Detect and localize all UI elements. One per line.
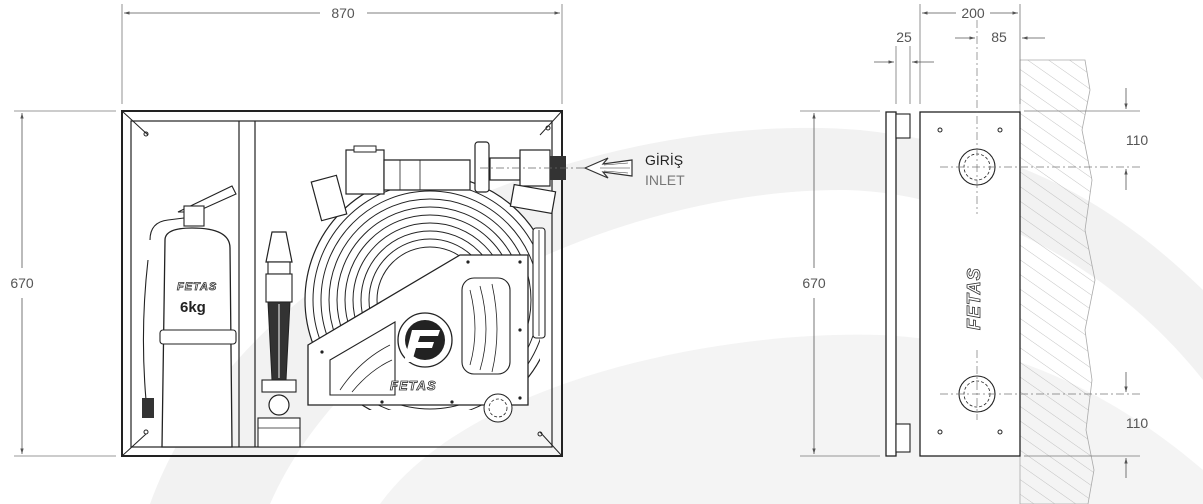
inlet-label-tr: GİRİŞ [645,151,683,168]
side-view: FETAS 200 25 85 670 110 110 [800,4,1148,504]
side-logo: FETAS [964,267,984,330]
dim-inlet-offset: 85 [991,29,1007,45]
inlet-label-en: INLET [645,172,685,188]
dim-depth-side: 200 [961,5,985,21]
dim-width-front: 870 [331,5,355,21]
dim-top-inlet: 110 [1126,132,1149,148]
dim-door-thickness: 25 [896,29,912,45]
extinguisher-capacity: 6kg [180,299,206,316]
reel-logo: FETAS [390,378,437,393]
inlet-arrow-icon [583,157,633,179]
dim-bottom-outlet: 110 [1126,415,1149,431]
dim-height-side: 670 [802,275,826,291]
front-view: FETAS GİRİŞ INLET [10,4,685,457]
inlet-valve [310,141,600,222]
fire-extinguisher: FETAS 6kg [142,185,237,448]
wall-section [1019,59,1096,504]
dim-height-front: 670 [10,275,34,291]
hose-nozzle [257,231,301,448]
extinguisher-logo: FETAS [177,281,217,293]
